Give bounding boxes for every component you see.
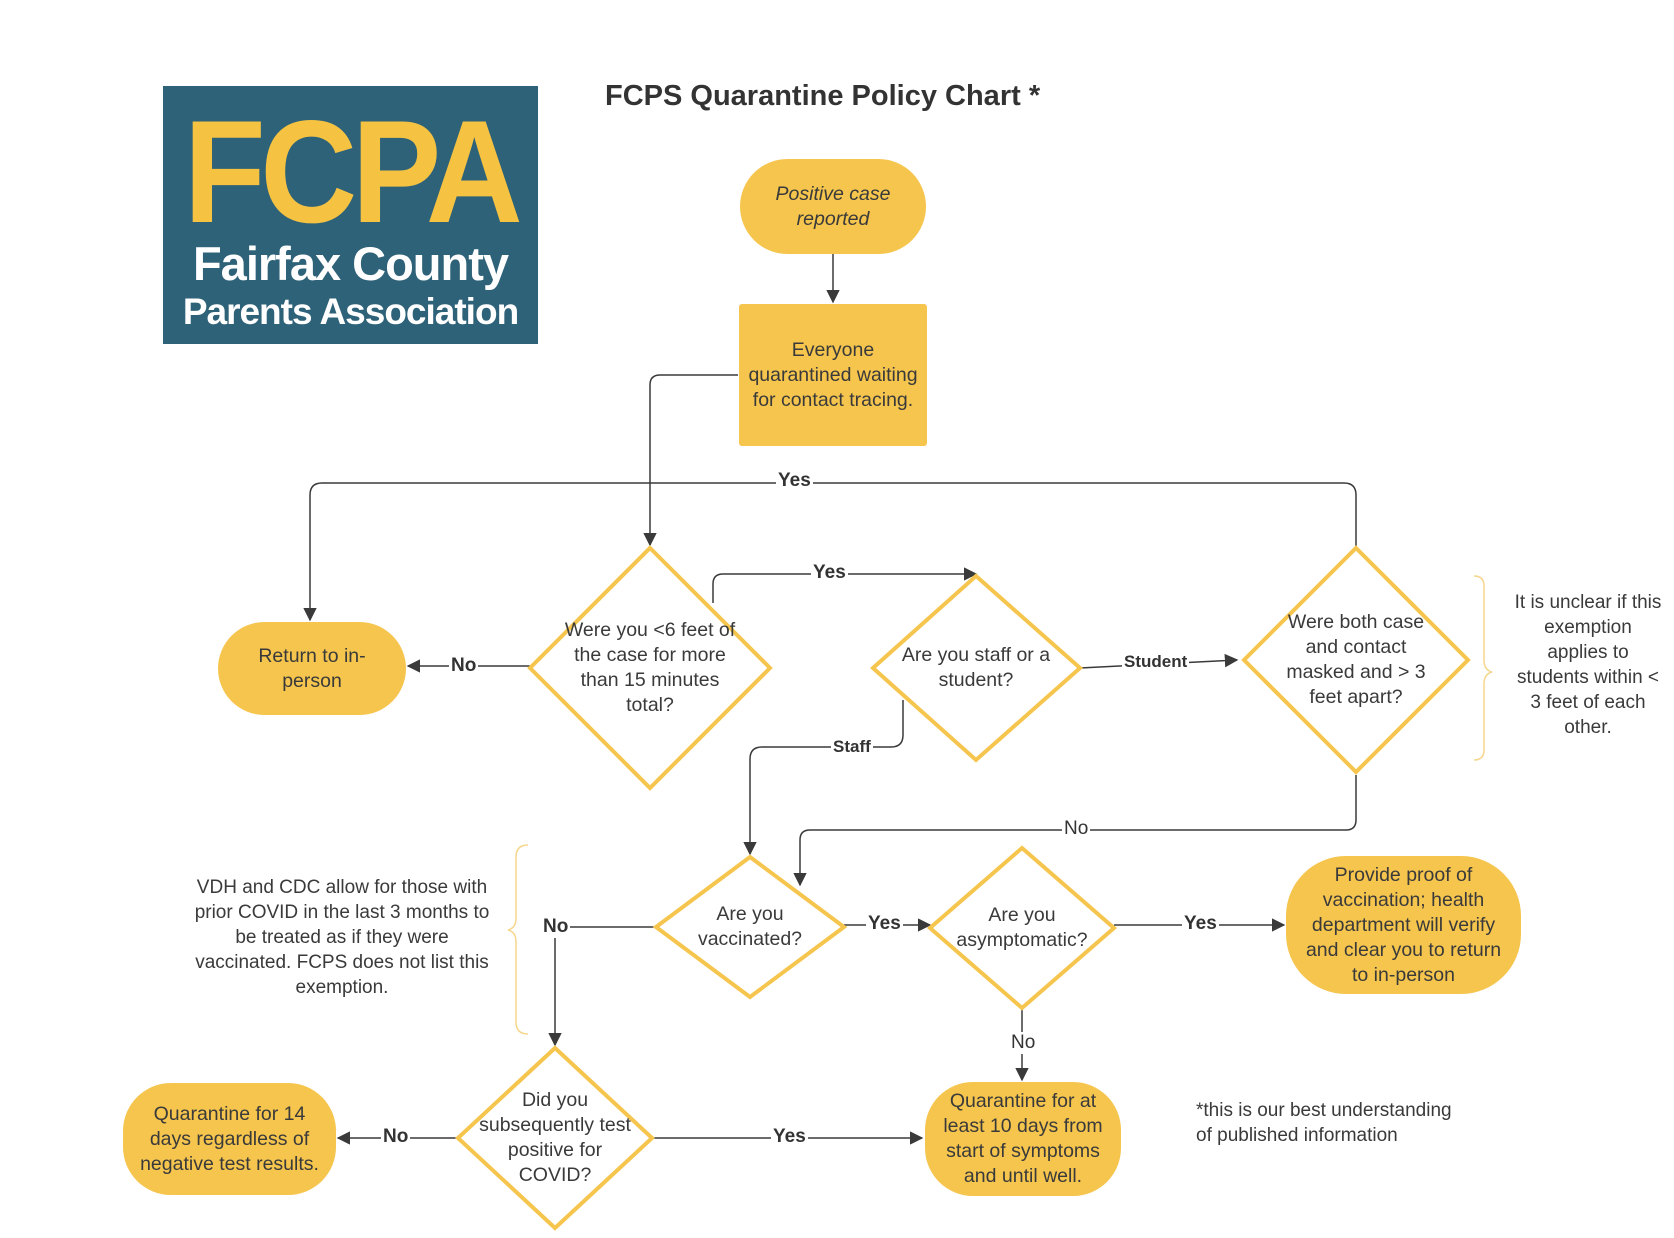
node-quarantine-10: Quarantine for at least 10 days from sta… [925,1082,1121,1196]
diamond-staff-or-student [869,573,1084,763]
edge-label-yes-staff-student: Yes [811,562,848,584]
diamond-both-masked [1241,545,1471,775]
edge-label-no-return: No [449,655,479,677]
edge-label-yes-tested: Yes [771,1126,808,1148]
diamond-tested-positive-text: Did you subsequently test positive for C… [479,1089,631,1186]
diamond-vaccinated-text: Are you vaccinated? [697,903,803,950]
diamond-asymptomatic-text: Are you asymptomatic? [956,904,1088,951]
note-exemption-unclear: It is unclear if this exemption applies … [1514,592,1662,738]
edge-label-yes-top: Yes [776,470,813,492]
edge-label-yes-asymptomatic: Yes [1182,913,1219,935]
edge-staff-to-vaccinated [743,700,904,856]
diamond-staff-or-student-text: Are you staff or a student? [901,644,1051,691]
diamond-asymptomatic [926,845,1118,1011]
edge-label-student: Student [1122,651,1190,673]
edge-label-no-vaccinated: No [541,916,571,938]
edge-within6-yes-to-staffstudent [712,567,978,603]
note-vdh-cdc: VDH and CDC allow for those with prior C… [194,877,490,998]
node-proof-of-vaccination: Provide proof of vaccination; health dep… [1286,856,1521,994]
logo-letters: FCPA [183,90,523,253]
brace-right [1473,575,1493,761]
edge-label-no-masked: No [1062,818,1091,840]
edge-label-yes-vaccinated: Yes [866,913,903,935]
edge-vaccinated-no-to-tested [548,926,656,1047]
edge-label-no-asymptomatic: No [1009,1032,1038,1054]
logo-line-3: Parents Association [182,291,519,332]
node-positive-case: Positive case reported [740,159,926,254]
note-footnote: *this is our best understanding of publi… [1196,1100,1452,1146]
node-return-in-person: Return to in-person [218,622,406,715]
edge-quarantined-to-within6 [643,374,738,547]
logo-line-2: Fairfax County [192,237,509,290]
diamond-both-masked-text: Were both case and contact masked and > … [1286,611,1426,708]
brace-left [507,844,529,1035]
diamond-tested-positive [455,1045,655,1231]
diamond-within-6-feet-text: Were you <6 feet of the case for more th… [564,619,736,716]
diamond-vaccinated [652,854,848,1000]
edge-masked-yes-to-return [303,482,1357,622]
node-everyone-quarantined: Everyone quarantined waiting for contact… [739,304,927,446]
diamond-within-6-feet [527,545,773,791]
edge-label-staff: Staff [831,736,873,758]
node-quarantine-14: Quarantine for 14 days regardless of neg… [123,1083,336,1195]
page-title: FCPS Quarantine Policy Chart * [605,80,1041,112]
edge-label-no-tested: No [381,1126,411,1148]
fcpa-logo: FCPA Fairfax County Parents Association [163,86,538,344]
